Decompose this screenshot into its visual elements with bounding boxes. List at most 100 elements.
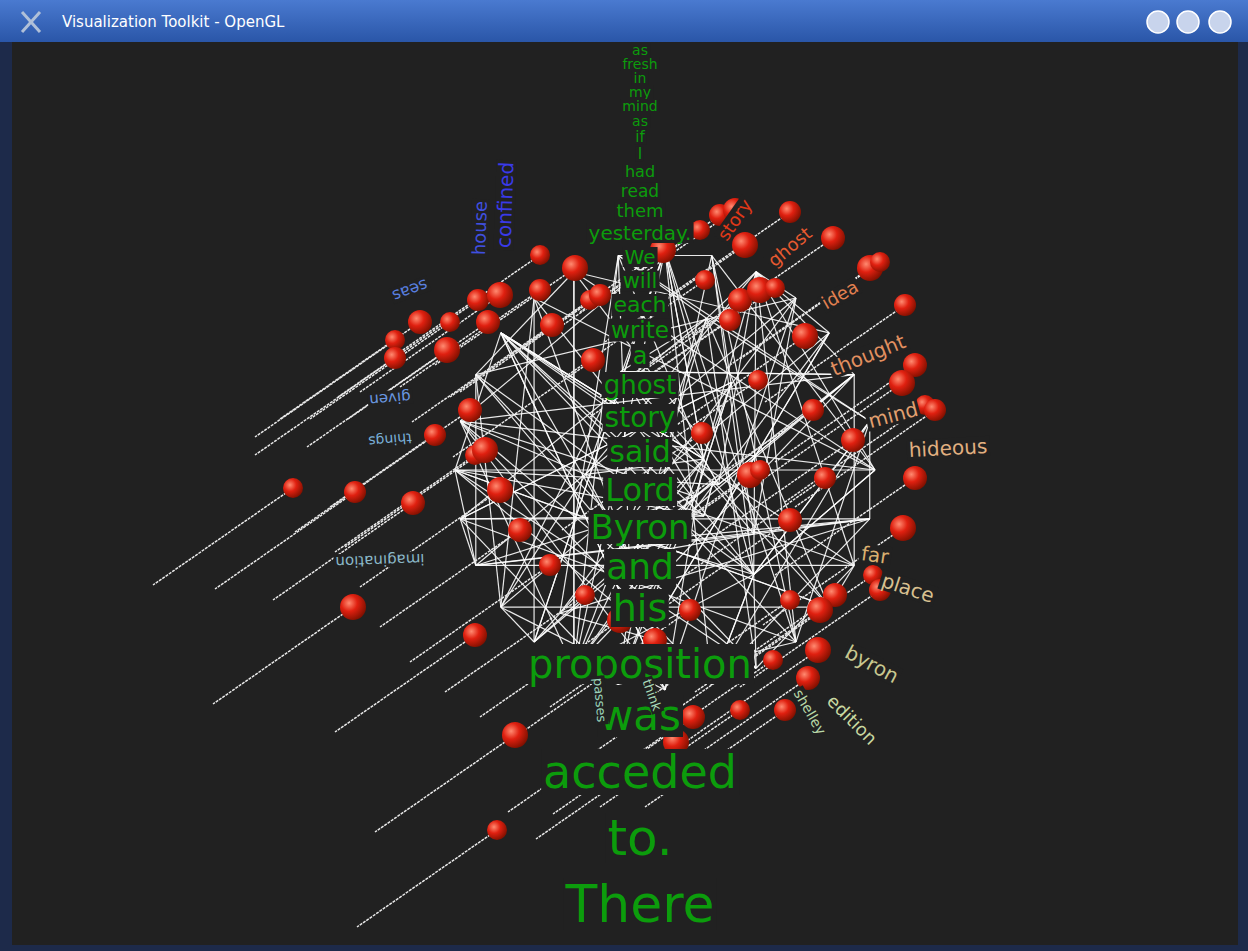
window-buttons	[1147, 11, 1231, 33]
sentence-word: I	[636, 147, 644, 162]
sphere-stem	[345, 450, 485, 547]
sentence-word: in	[632, 71, 649, 85]
word-label: passes	[591, 675, 608, 724]
node-sphere	[581, 348, 605, 372]
sphere-stem	[605, 245, 745, 342]
node-sphere	[778, 508, 802, 532]
word-label: ghost	[763, 223, 816, 272]
sphere-stem	[685, 478, 825, 575]
window-title: Visualization Toolkit - OpenGL	[62, 13, 284, 31]
node-sphere	[458, 398, 482, 422]
network-line	[501, 607, 534, 642]
node-sphere	[763, 650, 783, 670]
sentence-word: yesterday.	[587, 223, 694, 243]
node-sphere	[732, 232, 758, 258]
word-label: hideous	[906, 436, 990, 460]
sentence-word: proposition	[526, 644, 754, 684]
node-sphere	[750, 460, 770, 480]
sphere-stem	[280, 322, 420, 419]
word-label: things	[366, 431, 414, 449]
sentence-word: write	[609, 319, 671, 342]
word-label: house	[470, 199, 490, 258]
node-sphere	[695, 270, 715, 290]
network-line	[754, 421, 870, 574]
node-sphere	[805, 637, 831, 663]
network-line	[501, 333, 796, 642]
node-spheres	[283, 198, 946, 840]
sphere-stem	[665, 336, 805, 433]
node-sphere	[467, 289, 489, 311]
sphere-stem	[153, 488, 293, 585]
sphere-stem	[375, 735, 515, 832]
sentence-word: as	[630, 43, 650, 57]
node-sphere	[870, 252, 890, 272]
node-sphere	[730, 700, 750, 720]
sentence-word: as	[630, 114, 650, 128]
sphere-stem	[215, 492, 355, 589]
node-sphere	[691, 422, 713, 444]
node-sphere	[401, 491, 425, 515]
word-label: idea	[817, 277, 863, 314]
network-line	[460, 519, 476, 565]
sentence-word: had	[623, 164, 657, 180]
node-sphere	[487, 282, 513, 308]
word-label: confined	[493, 160, 516, 251]
sphere-stem	[400, 255, 540, 352]
node-sphere	[529, 279, 551, 301]
node-sphere	[487, 477, 513, 503]
network-line	[460, 421, 586, 474]
network-line	[869, 421, 870, 519]
word-label: given	[367, 389, 413, 408]
node-sphere	[821, 226, 845, 250]
sphere-stem	[213, 607, 353, 704]
sentence-word: said	[607, 437, 672, 467]
word-label: far	[858, 543, 892, 567]
node-sphere	[748, 370, 768, 390]
node-sphere	[841, 428, 865, 452]
sphere-stem	[693, 238, 833, 335]
sphere-stem	[307, 350, 447, 447]
network-line	[534, 298, 754, 575]
node-sphere	[530, 245, 550, 265]
word-label: mind	[864, 398, 922, 431]
node-sphere	[476, 310, 500, 334]
sphere-stem	[380, 530, 520, 627]
network-line	[476, 298, 796, 565]
sphere-stem	[338, 300, 478, 397]
sentence-word: and	[604, 549, 676, 585]
node-sphere	[434, 337, 460, 363]
node-sphere	[681, 705, 705, 729]
word-label: story	[713, 195, 756, 246]
node-sphere	[802, 399, 824, 421]
network-line	[574, 272, 829, 607]
sentence-word: story	[603, 404, 678, 432]
node-sphere	[894, 294, 916, 316]
app-icon	[22, 12, 40, 32]
node-sphere	[487, 820, 507, 840]
node-sphere	[589, 284, 611, 306]
network-line	[754, 421, 870, 574]
node-sphere	[472, 437, 498, 463]
sphere-stem	[713, 440, 853, 537]
network-line	[586, 272, 756, 475]
node-sphere	[719, 309, 741, 331]
network-line	[455, 470, 756, 668]
node-sphere	[340, 594, 366, 620]
sentence-word: Lord	[603, 474, 677, 506]
sphere-stem	[330, 410, 470, 507]
node-sphere	[792, 323, 818, 349]
network-line	[712, 256, 754, 535]
network-line	[501, 333, 704, 516]
sphere-stem	[335, 455, 475, 552]
node-sphere	[384, 347, 406, 369]
sphere-stem	[335, 635, 475, 732]
sentence-word: them	[614, 202, 665, 220]
sphere-stem	[740, 262, 880, 359]
sentence-word: ghost	[602, 372, 679, 398]
sentence-word: to.	[605, 813, 674, 863]
network-line	[476, 272, 574, 375]
sentence-word: was	[597, 695, 683, 737]
sphere-stem	[453, 360, 593, 457]
network-line	[756, 272, 854, 566]
word-label: imagination	[333, 551, 427, 569]
